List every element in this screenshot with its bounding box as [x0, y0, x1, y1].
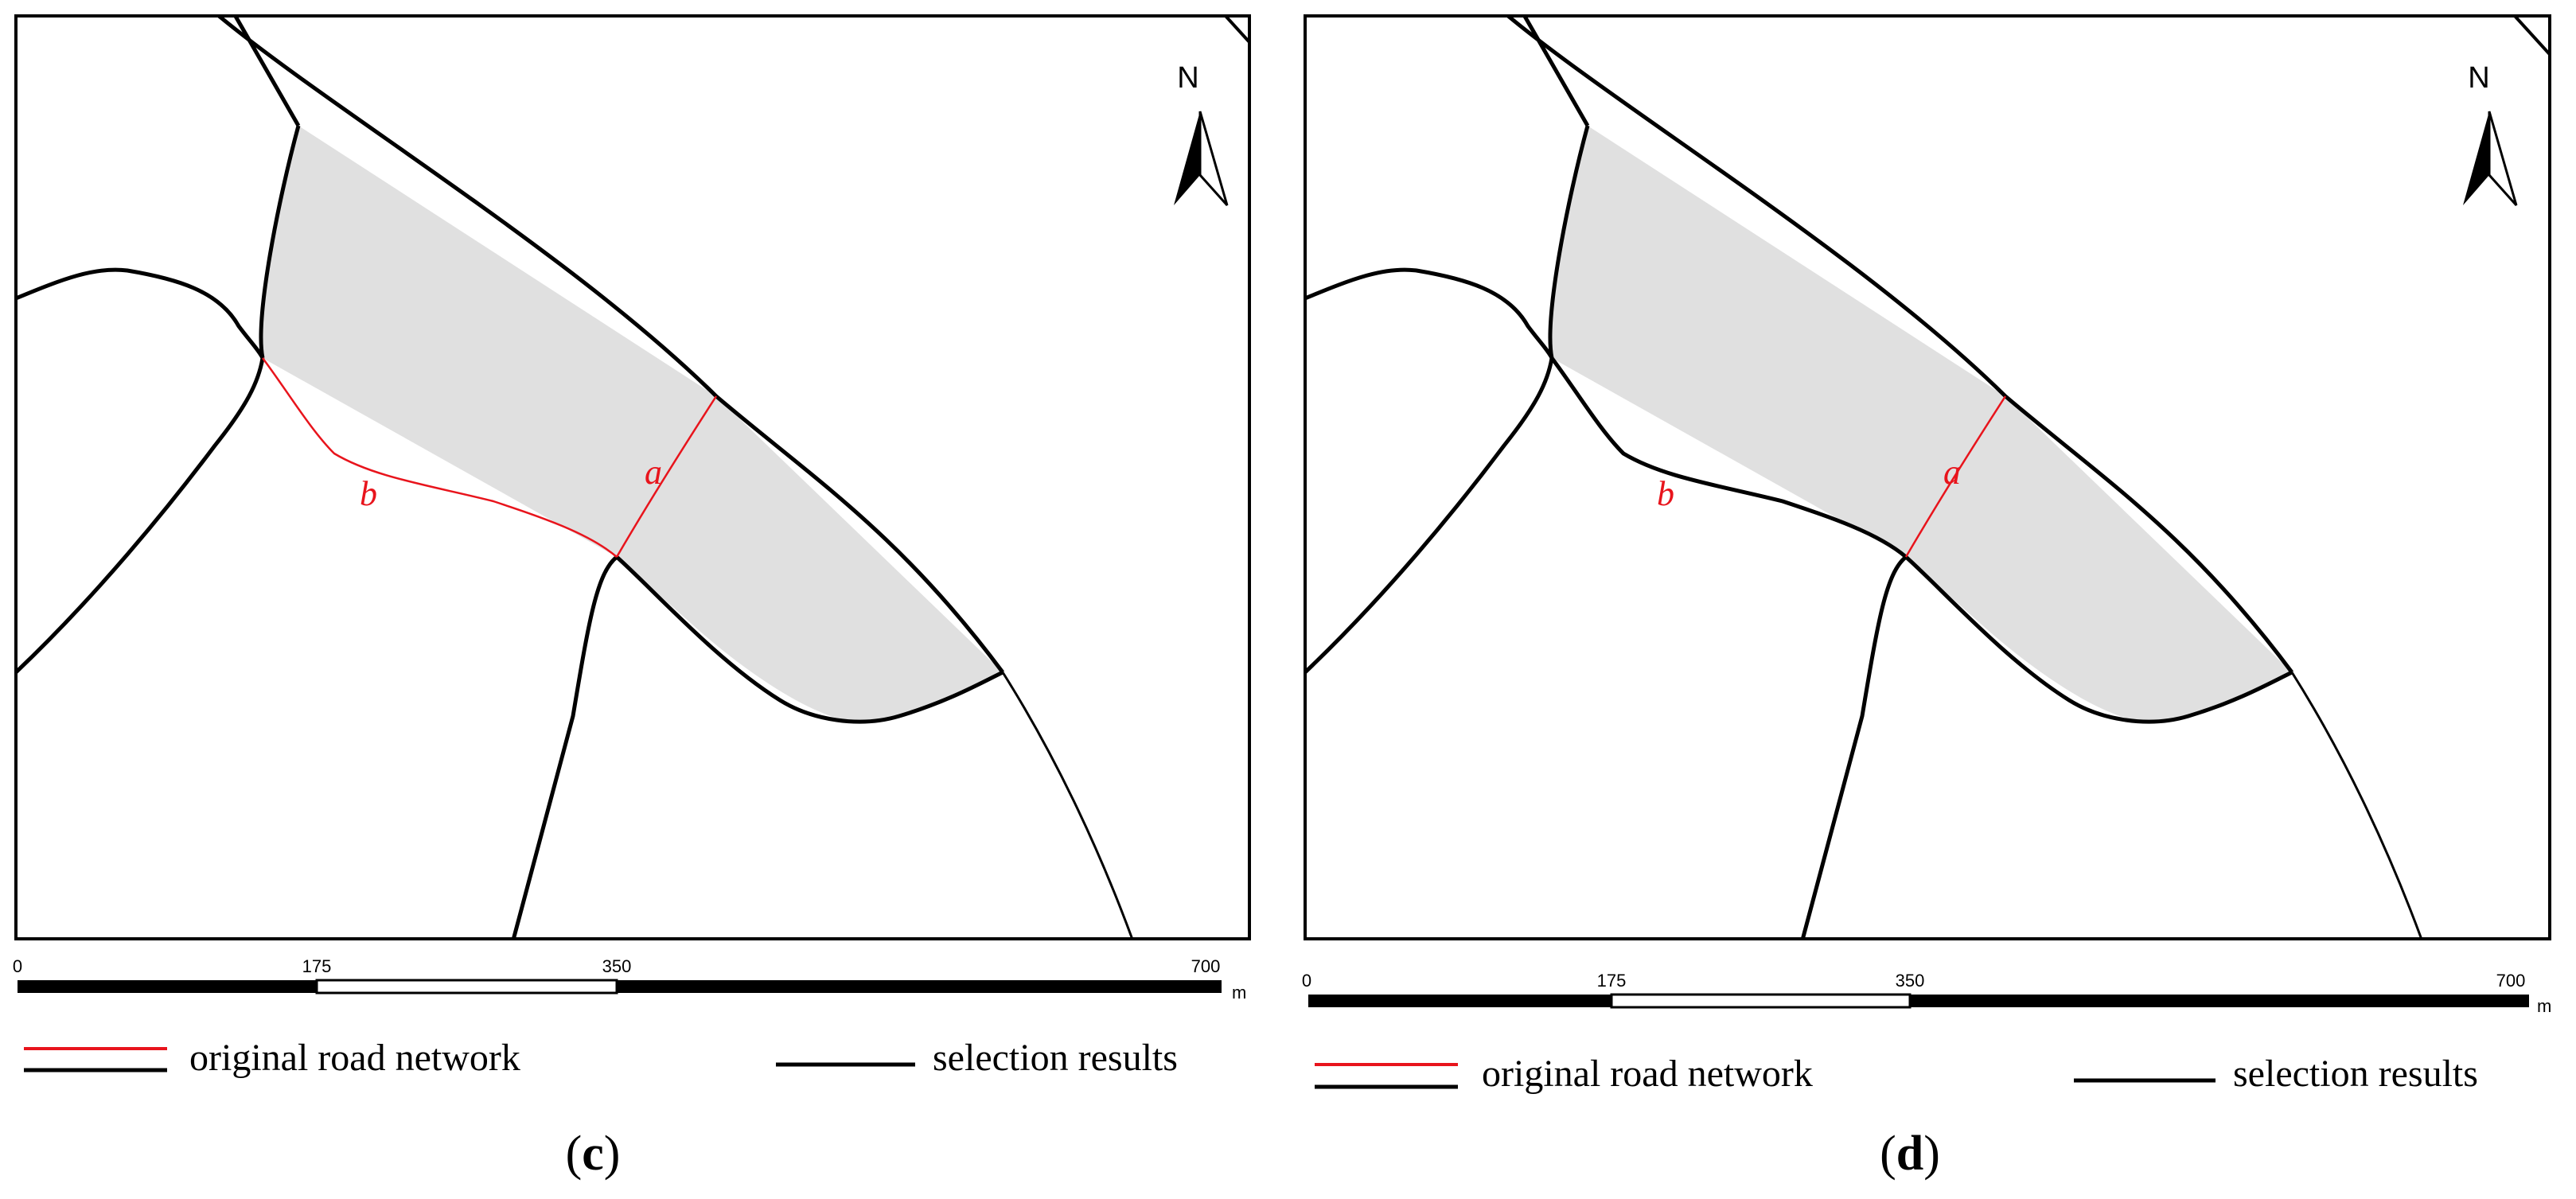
legend-original-label: original road network — [189, 1037, 520, 1079]
legend-selection-label: selection results — [933, 1037, 1178, 1079]
scale-tick-350: 350 — [1896, 971, 1925, 991]
panel-caption-d: (d) — [1880, 1127, 1940, 1181]
scale-tick-700: 700 — [2496, 971, 2526, 991]
scale-unit: m — [1232, 983, 1246, 1002]
legend: original road network selection results — [24, 1037, 1178, 1079]
scale-unit: m — [2537, 996, 2551, 1016]
scale-bar: 0 175 350 700 m — [1302, 971, 2551, 1016]
panel-caption-c: (c) — [566, 1127, 621, 1181]
road-a-original — [615, 395, 718, 558]
panel-c: a b N 0 175 350 700 m original road netw… — [13, 14, 1251, 1181]
scale-tick-350: 350 — [602, 956, 632, 976]
legend-original-swatch — [1315, 1063, 1458, 1089]
legend-original-swatch — [24, 1047, 167, 1072]
road-b-selected — [1549, 356, 1908, 559]
legend: original road network selection results — [1315, 1053, 2478, 1095]
panel-d: a b N 0 175 350 700 m original road netw… — [1302, 14, 2551, 1181]
legend-selection-label: selection results — [2233, 1053, 2478, 1095]
north-arrow-icon: N — [2463, 61, 2518, 207]
scale-tick-0: 0 — [1302, 971, 1311, 991]
scale-tick-175: 175 — [302, 956, 332, 976]
road-label-b: b — [1657, 474, 1674, 513]
road-b-original — [261, 357, 618, 558]
north-arrow-icon: N — [1174, 61, 1229, 207]
scale-tick-0: 0 — [13, 956, 22, 976]
road-a-original — [1904, 395, 2007, 558]
north-label: N — [2468, 61, 2489, 95]
north-label: N — [1177, 61, 1198, 95]
legend-original-label: original road network — [1482, 1053, 1813, 1095]
scale-tick-175: 175 — [1597, 971, 1627, 991]
scale-tick-700: 700 — [1191, 956, 1221, 976]
scale-bar: 0 175 350 700 m — [13, 956, 1246, 1002]
road-label-a: a — [1943, 453, 1961, 492]
road-label-a: a — [645, 453, 662, 492]
road-label-b: b — [360, 474, 377, 513]
